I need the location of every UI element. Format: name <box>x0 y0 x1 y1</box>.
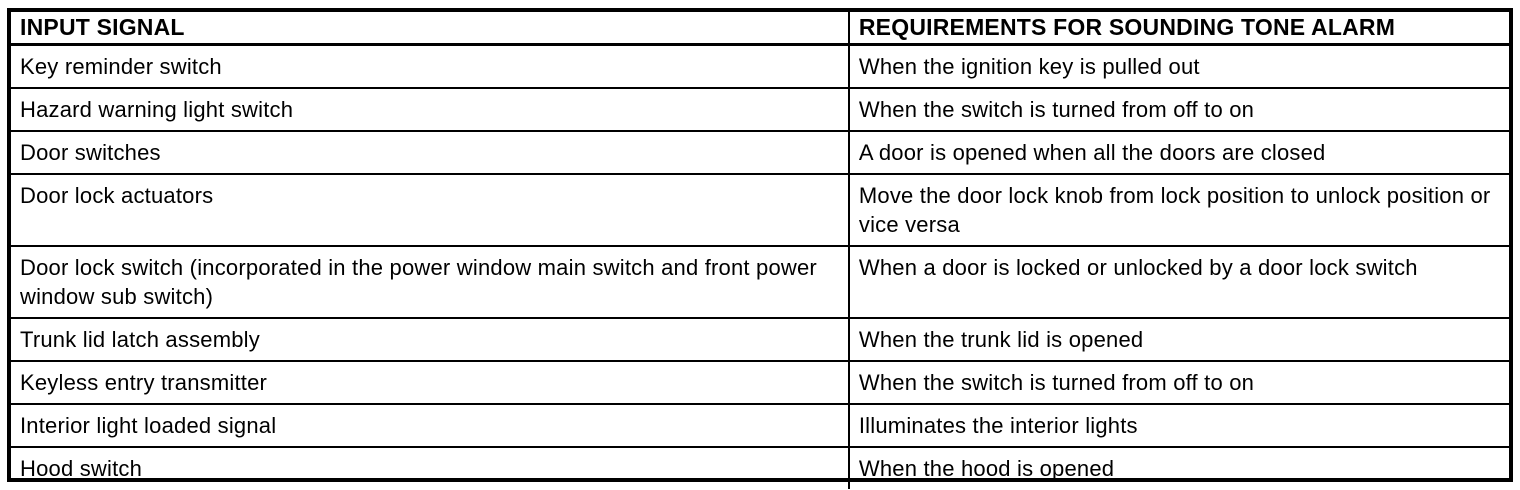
requirement-cell: When the switch is turned from off to on <box>858 97 1255 122</box>
input-signal-cell: Trunk lid latch assembly <box>11 319 850 360</box>
table-row: Trunk lid latch assembly When the trunk … <box>11 319 1509 362</box>
column-header-input-signal: INPUT SIGNAL <box>11 12 850 43</box>
input-signal-cell: Keyless entry transmitter <box>11 362 850 403</box>
tone-alarm-requirements-table: INPUT SIGNAL REQUIREMENTS FOR SOUNDING T… <box>7 8 1513 489</box>
requirement-cell: When the switch is turned from off to on <box>858 370 1255 395</box>
table-row: Hood switch When the hood is opened <box>11 448 1509 489</box>
requirement-cell: When a door is locked or unlocked by a d… <box>858 255 1418 280</box>
requirement-cell: When the trunk lid is opened <box>858 327 1144 352</box>
column-header-requirements: REQUIREMENTS FOR SOUNDING TONE ALARM <box>858 14 1396 40</box>
table-row: Door lock actuators Move the door lock k… <box>11 175 1509 247</box>
requirement-cell: Move the door lock knob from lock positi… <box>858 183 1491 237</box>
input-signal-cell: Door lock actuators <box>11 175 850 245</box>
table-row: Hazard warning light switch When the swi… <box>11 89 1509 132</box>
table-row: Key reminder switch When the ignition ke… <box>11 46 1509 89</box>
table-row: Keyless entry transmitter When the switc… <box>11 362 1509 405</box>
table-row: Door lock switch (incorporated in the po… <box>11 247 1509 319</box>
table-row: Interior light loaded signal Illuminates… <box>11 405 1509 448</box>
requirement-cell: When the hood is opened <box>858 456 1115 481</box>
input-signal-cell: Door lock switch (incorporated in the po… <box>11 247 850 317</box>
requirement-cell: When the ignition key is pulled out <box>858 54 1200 79</box>
input-signal-cell: Door switches <box>11 132 850 173</box>
input-signal-cell: Hood switch <box>11 448 850 489</box>
table-header-row: INPUT SIGNAL REQUIREMENTS FOR SOUNDING T… <box>11 12 1509 46</box>
table-row: Door switches A door is opened when all … <box>11 132 1509 175</box>
input-signal-cell: Interior light loaded signal <box>11 405 850 446</box>
requirement-cell: Illuminates the interior lights <box>858 413 1138 438</box>
requirement-cell: A door is opened when all the doors are … <box>858 140 1326 165</box>
input-signal-cell: Key reminder switch <box>11 46 850 87</box>
input-signal-cell: Hazard warning light switch <box>11 89 850 130</box>
